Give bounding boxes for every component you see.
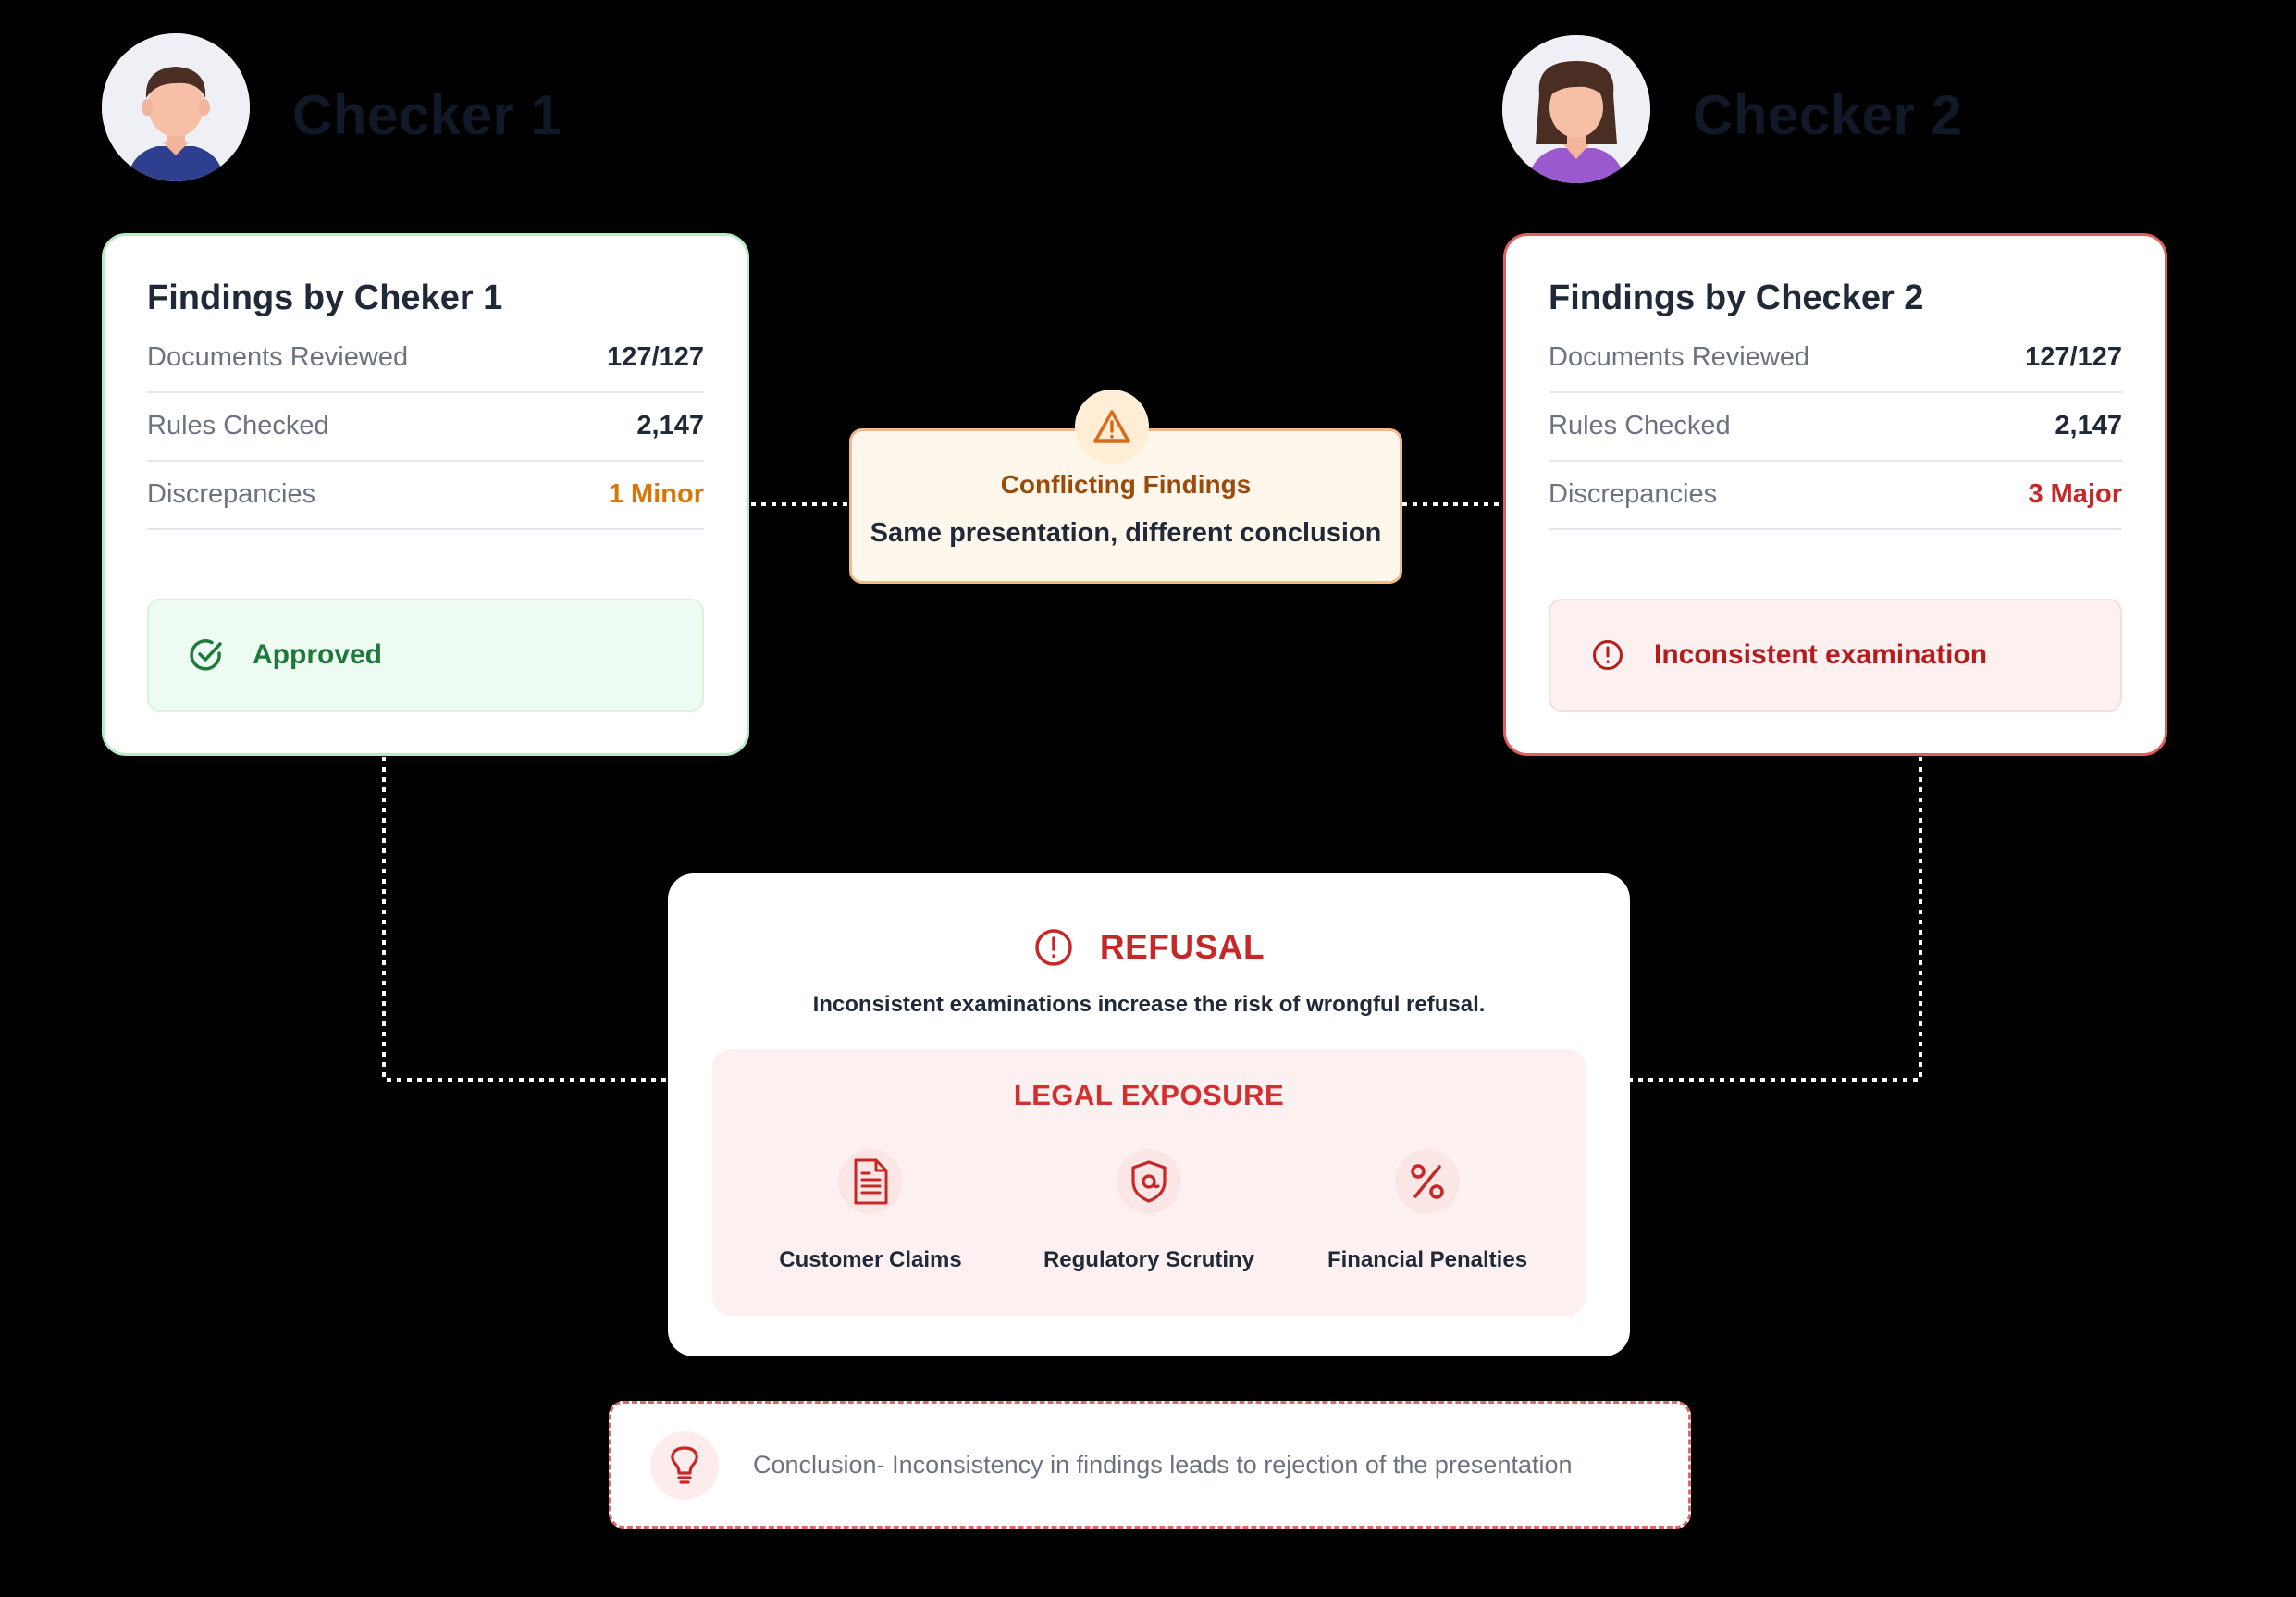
avatar-checker-1 xyxy=(102,33,250,181)
connector-checker2-to-refusal xyxy=(1630,757,1922,1082)
discrepancy-value: 3 Major xyxy=(2028,478,2122,509)
female-avatar-icon xyxy=(1502,35,1650,183)
alert-circle-icon xyxy=(1033,927,1074,968)
findings-card-checker-2: Findings by Checker 2 Documents Reviewed… xyxy=(1503,233,2167,756)
risk-regulatory-scrutiny: Regulatory Scrutiny xyxy=(1010,1149,1288,1273)
legal-exposure-panel: LEGAL EXPOSURE Customer Claims xyxy=(712,1049,1586,1316)
avatar-checker-2 xyxy=(1502,35,1650,183)
risk-customer-claims: Customer Claims xyxy=(732,1149,1009,1273)
stat-row-discrepancies: Discrepancies 3 Major xyxy=(1549,460,2122,530)
lightbulb-icon xyxy=(650,1431,719,1500)
risk-label: Financial Penalties xyxy=(1327,1247,1528,1272)
stat-label: Discrepancies xyxy=(147,478,316,509)
discrepancy-value: 1 Minor xyxy=(608,478,704,509)
shield-at-icon xyxy=(1117,1149,1181,1214)
status-badge-inconsistent: Inconsistent examination xyxy=(1549,599,2122,712)
stat-value: 2,147 xyxy=(2055,410,2122,440)
status-text: Inconsistent examination xyxy=(1654,639,1988,670)
stat-row-documents: Documents Reviewed 127/127 xyxy=(147,323,704,393)
card-title: Findings by Checker 2 xyxy=(1549,279,1924,317)
refusal-description: Inconsistent examinations increase the r… xyxy=(812,992,1486,1017)
card-title: Findings by Cheker 1 xyxy=(147,279,503,317)
check-circle-icon xyxy=(188,637,225,674)
alert-circle-icon xyxy=(1589,637,1626,674)
conclusion-text: Conclusion- Inconsistency in findings le… xyxy=(753,1451,1573,1479)
connector-checker1-to-refusal xyxy=(382,757,668,1082)
stat-row-discrepancies: Discrepancies 1 Minor xyxy=(147,460,704,530)
stat-label: Documents Reviewed xyxy=(1549,341,1810,372)
refusal-header: REFUSAL xyxy=(668,927,1630,968)
refusal-card: REFUSAL Inconsistent examinations increa… xyxy=(668,873,1630,1356)
checker-2-name: Checker 2 xyxy=(1693,84,1963,146)
stat-value: 127/127 xyxy=(607,341,704,372)
stat-row-rules: Rules Checked 2,147 xyxy=(1549,391,2122,462)
status-badge-approved: Approved xyxy=(147,599,704,712)
legal-exposure-title: LEGAL EXPOSURE xyxy=(1013,1079,1285,1111)
risk-label: Customer Claims xyxy=(779,1247,962,1272)
stat-row-rules: Rules Checked 2,147 xyxy=(147,391,704,462)
document-icon xyxy=(838,1149,903,1214)
conclusion-box: Conclusion- Inconsistency in findings le… xyxy=(609,1401,1691,1529)
stat-row-documents: Documents Reviewed 127/127 xyxy=(1549,323,2122,393)
conflict-subtitle: Same presentation, different conclusion xyxy=(870,518,1382,548)
stat-label: Discrepancies xyxy=(1549,478,1718,509)
percent-icon xyxy=(1395,1149,1460,1214)
stat-label: Rules Checked xyxy=(147,410,329,440)
male-avatar-icon xyxy=(102,33,250,181)
findings-card-checker-1: Findings by Cheker 1 Documents Reviewed … xyxy=(102,233,749,756)
stat-label: Documents Reviewed xyxy=(147,341,409,372)
refusal-title: REFUSAL xyxy=(1099,928,1265,966)
risk-financial-penalties: Financial Penalties xyxy=(1289,1149,1566,1273)
checker-1-name: Checker 1 xyxy=(292,84,562,146)
risk-label: Regulatory Scrutiny xyxy=(1043,1247,1255,1272)
conflict-title: Conflicting Findings xyxy=(1000,470,1252,499)
stat-label: Rules Checked xyxy=(1549,410,1731,440)
stat-value: 127/127 xyxy=(2025,341,2122,372)
stat-value: 2,147 xyxy=(636,410,704,440)
status-text: Approved xyxy=(253,639,383,670)
warning-triangle-icon xyxy=(1075,390,1149,464)
